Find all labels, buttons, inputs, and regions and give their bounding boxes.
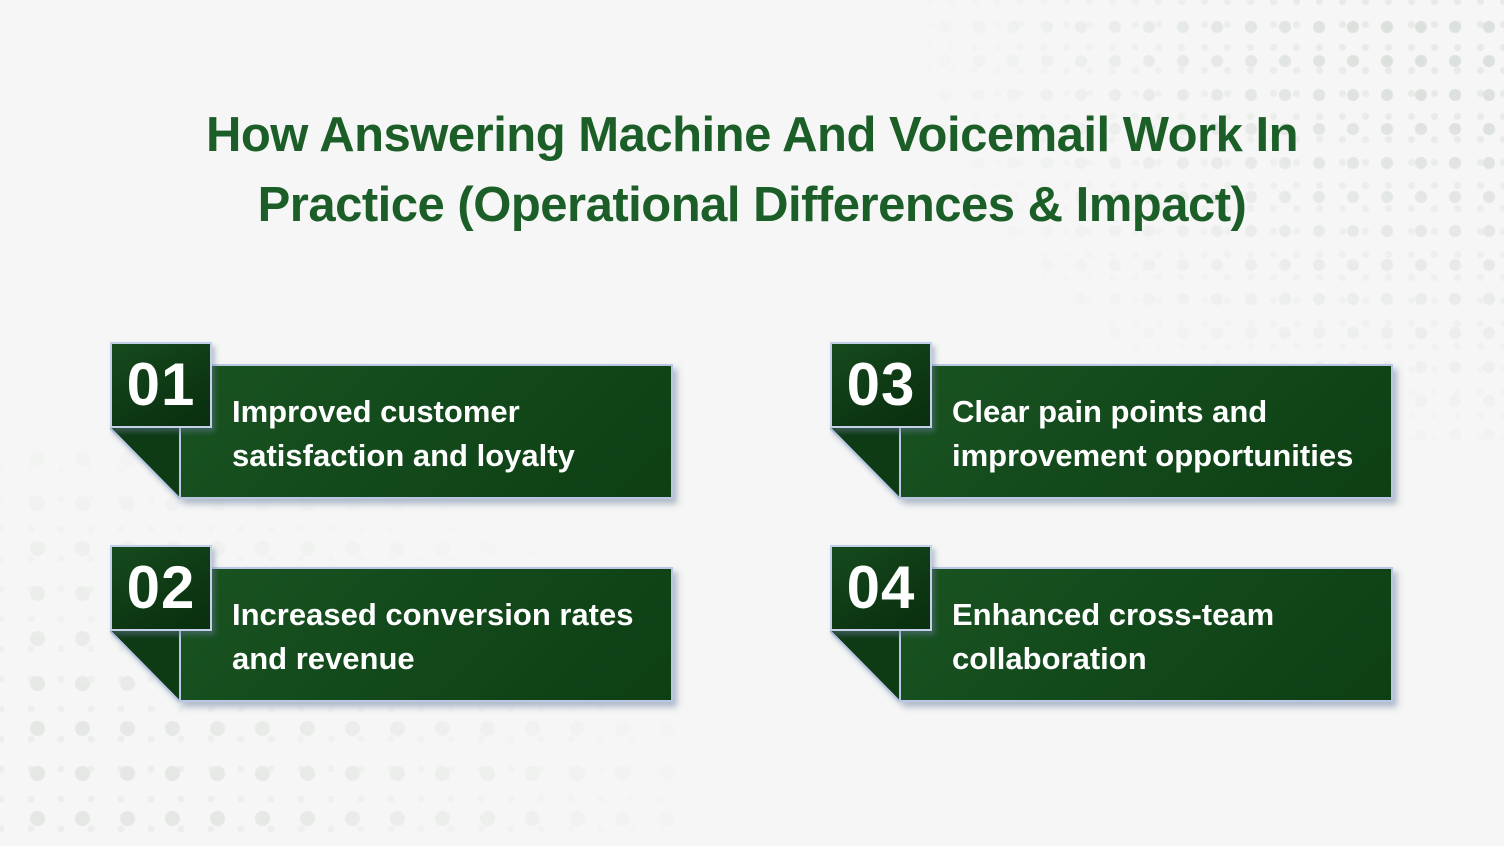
feature-text-line: Enhanced cross-team: [952, 596, 1275, 632]
feature-bar-02: Increased conversion rates and revenue: [179, 567, 673, 702]
ribbon-fold-icon: [830, 631, 901, 703]
feature-text-line: collaboration: [952, 640, 1147, 676]
page-title-line-2: Practice (Operational Differences & Impa…: [257, 178, 1247, 232]
feature-item-02: Increased conversion rates and revenue 0…: [110, 545, 678, 710]
feature-text-line: Improved customer: [232, 393, 520, 429]
feature-number-box-02: 02: [110, 545, 212, 631]
feature-text-line: Increased conversion rates: [232, 596, 634, 632]
feature-number: 01: [126, 351, 196, 418]
feature-text-line: Clear pain points and: [952, 393, 1268, 429]
feature-item-03: Clear pain points and improvement opport…: [830, 342, 1398, 507]
feature-number-box-03: 03: [830, 342, 932, 428]
feature-item-04: Enhanced cross-team collaboration 04: [830, 545, 1398, 710]
feature-item-01: Improved customer satisfaction and loyal…: [110, 342, 678, 507]
page-title: How Answering Machine And Voicemail Work…: [0, 100, 1504, 240]
feature-number-box-04: 04: [830, 545, 932, 631]
feature-number: 04: [846, 554, 916, 621]
feature-text-01: Improved customer satisfaction and loyal…: [181, 386, 585, 478]
feature-text-line: satisfaction and loyalty: [232, 437, 575, 473]
feature-number: 02: [126, 554, 196, 621]
ribbon-fold-icon: [110, 631, 181, 703]
page-title-line-1: How Answering Machine And Voicemail Work…: [205, 108, 1299, 162]
feature-text-02: Increased conversion rates and revenue: [181, 589, 643, 681]
feature-text-03: Clear pain points and improvement opport…: [901, 386, 1363, 478]
feature-text-line: and revenue: [232, 640, 415, 676]
feature-number: 03: [846, 351, 916, 418]
feature-bar-01: Improved customer satisfaction and loyal…: [179, 364, 673, 499]
ribbon-fold-icon: [110, 428, 181, 500]
feature-bar-03: Clear pain points and improvement opport…: [899, 364, 1393, 499]
feature-number-box-01: 01: [110, 342, 212, 428]
feature-text-line: improvement opportunities: [952, 437, 1354, 473]
ribbon-fold-icon: [830, 428, 901, 500]
feature-bar-04: Enhanced cross-team collaboration: [899, 567, 1393, 702]
feature-text-04: Enhanced cross-team collaboration: [901, 589, 1284, 681]
